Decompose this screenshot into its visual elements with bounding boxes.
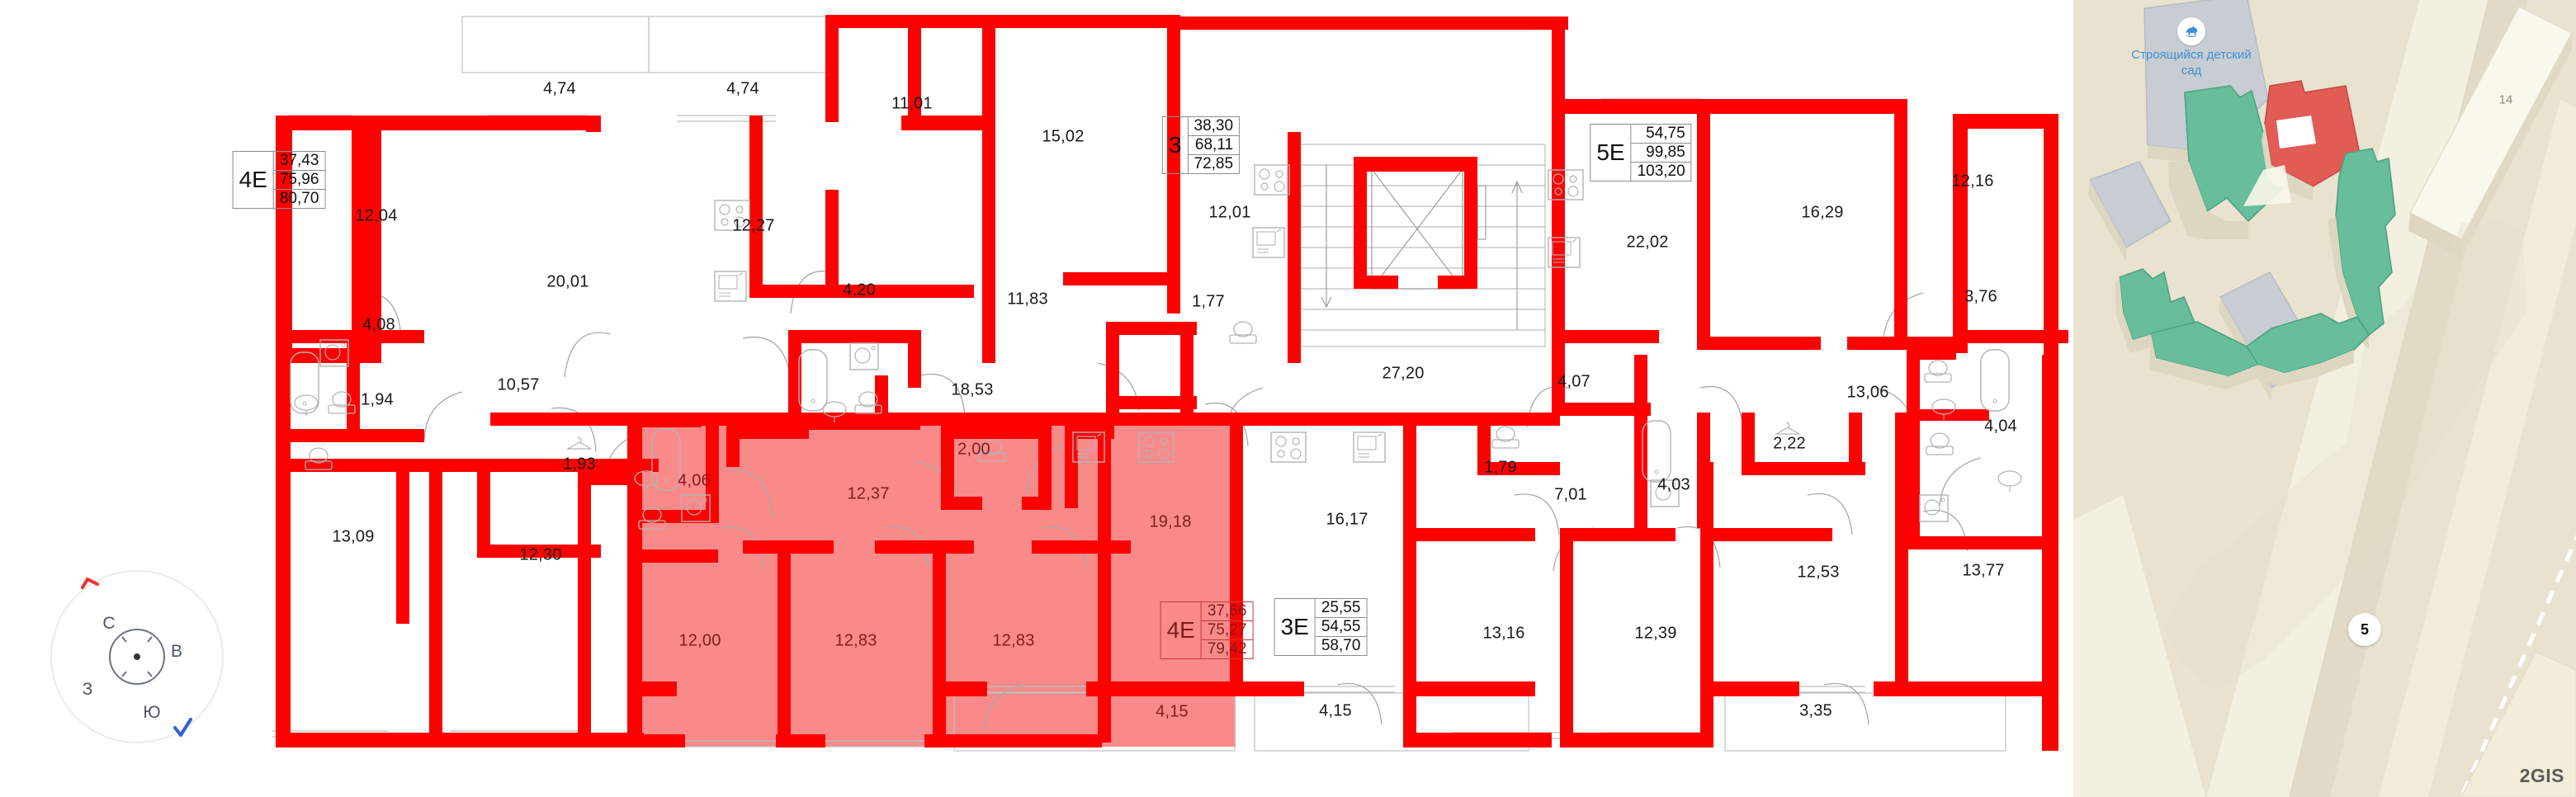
area-label-hall-701: 7,01 bbox=[1554, 485, 1587, 504]
area-label-kitchen-1617: 16,17 bbox=[1326, 510, 1368, 529]
area-label-wc-194: 1,94 bbox=[361, 390, 394, 409]
area-label-hall-222: 2,22 bbox=[1773, 434, 1806, 453]
area-label-room-1204: 12,04 bbox=[355, 206, 398, 225]
floorplan-drawing bbox=[272, 15, 2068, 752]
area-label-bath-420: 4,20 bbox=[843, 281, 876, 299]
area-label-room-1216: 12,16 bbox=[1951, 172, 1994, 191]
apartment-area-living: 54,75 bbox=[1631, 125, 1691, 144]
apartment-area-full: 103,20 bbox=[1637, 163, 1685, 180]
map-attribution-2gis: 2GIS bbox=[2519, 765, 2564, 786]
compass-rose: С В Ю З bbox=[46, 566, 228, 747]
area-label-lobby-2720: 27,20 bbox=[1382, 364, 1425, 383]
area-label-room-1230: 12,30 bbox=[519, 545, 562, 564]
apartment-area-full: 79,42 bbox=[1207, 640, 1247, 658]
apartment-area-total: 99,85 bbox=[1631, 144, 1691, 163]
area-label-wc-177: 1,77 bbox=[1192, 292, 1225, 311]
compass-graphic bbox=[50, 570, 224, 743]
address-marker-5[interactable]: 5 bbox=[2348, 613, 2381, 646]
area-label-hall-193: 1,93 bbox=[563, 455, 596, 474]
apartment-type-code: 3E bbox=[1275, 599, 1316, 655]
area-label-room-2202: 22,02 bbox=[1626, 233, 1669, 252]
area-label-balcony-335: 3,35 bbox=[1799, 701, 1832, 720]
area-label-room-2001: 20,01 bbox=[546, 272, 589, 291]
apartment-type-code: 4E bbox=[234, 152, 274, 208]
area-label-room-1200: 12,00 bbox=[678, 631, 721, 650]
area-label-hall-1853: 18,53 bbox=[951, 380, 994, 399]
apartment-area-full: 58,70 bbox=[1321, 637, 1361, 654]
area-label-bath-404: 4,04 bbox=[1984, 417, 2017, 436]
area-label-balcony-415-left: 4,15 bbox=[1156, 702, 1189, 721]
area-label-room-1629: 16,29 bbox=[1801, 203, 1844, 222]
area-label-room-1502: 15,02 bbox=[1042, 127, 1085, 146]
area-label-room-1239: 12,39 bbox=[1634, 624, 1677, 643]
floorplan-panel[interactable]: 4,74 4,74 11,01 15,02 12,04 12,27 12,01 22,02 16… bbox=[0, 0, 2073, 797]
apartment-area-total: 75,27 bbox=[1201, 621, 1253, 640]
apartment-type-code: 3 bbox=[1163, 117, 1189, 173]
area-label-kitchen-living-1918: 19,18 bbox=[1149, 512, 1192, 531]
apartment-area-full: 72,85 bbox=[1193, 155, 1234, 172]
building-number-14: 14 bbox=[2498, 92, 2513, 107]
compass-south-label: Ю bbox=[143, 703, 161, 722]
area-label-wc-179: 1,79 bbox=[1484, 458, 1517, 477]
compass-north-label: С bbox=[102, 614, 116, 633]
area-label-bath-406: 4,06 bbox=[678, 471, 711, 490]
map-footpath bbox=[2459, 534, 2576, 797]
area-label-bath-408: 4,08 bbox=[362, 315, 395, 334]
area-label-room-1101: 11,01 bbox=[891, 94, 933, 113]
plan-walls bbox=[276, 15, 2068, 751]
area-label-room-1283-a: 12,83 bbox=[834, 631, 877, 650]
area-label-room-1316: 13,16 bbox=[1482, 624, 1525, 643]
area-label-hall-1306: 13,06 bbox=[1846, 383, 1889, 402]
area-label-bath-376: 3,76 bbox=[1964, 287, 1997, 306]
area-label-hall-1183: 11,83 bbox=[1007, 290, 1048, 309]
compass-west-label: З bbox=[82, 680, 93, 699]
area-label-balcony-474-left: 4,74 bbox=[543, 79, 576, 98]
apartment-area-living: 38,30 bbox=[1188, 117, 1240, 136]
location-map-panel[interactable]: Строящийся детский сад 14 5 2GIS bbox=[2073, 0, 2576, 797]
area-label-room-1283-b: 12,83 bbox=[992, 631, 1035, 650]
kindergarten-label-line2: сад bbox=[2181, 63, 2202, 78]
area-label-balcony-415-right: 4,15 bbox=[1319, 701, 1352, 720]
map-building-14 bbox=[2408, 6, 2574, 257]
door-swings bbox=[354, 271, 1982, 732]
map-building-lower-right bbox=[2460, 651, 2576, 797]
area-label-hall-1057: 10,57 bbox=[497, 375, 540, 394]
apartment-area-living: 37,43 bbox=[273, 152, 325, 171]
area-label-kitchen-1201: 12,01 bbox=[1208, 203, 1251, 222]
kindergarten-label-line1: Строящийся детский bbox=[2131, 48, 2252, 62]
apartment-area-total: 54,55 bbox=[1315, 618, 1367, 637]
area-label-bath-403: 4,03 bbox=[1657, 475, 1690, 494]
area-label-room-1227: 12,27 bbox=[732, 216, 775, 235]
area-label-balcony-474-right: 4,74 bbox=[726, 79, 759, 98]
kindergarten-label: Строящийся детский сад bbox=[2131, 48, 2252, 79]
rocking-horse-icon bbox=[2185, 26, 2198, 37]
apartment-area-total: 75,96 bbox=[273, 171, 325, 190]
apartment-type-code: 4E bbox=[1161, 602, 1202, 658]
map-graphic bbox=[2073, 0, 2576, 797]
area-label-hall-1237: 12,37 bbox=[847, 484, 890, 503]
area-label-hall-407: 4,07 bbox=[1557, 372, 1591, 391]
map-complex bbox=[2115, 80, 2526, 691]
area-label-room-1309: 13,09 bbox=[332, 527, 375, 546]
area-label-room-1253: 12,53 bbox=[1797, 563, 1840, 582]
area-label-room-1377: 13,77 bbox=[1962, 561, 2005, 580]
apartment-type-code: 5E bbox=[1591, 125, 1632, 181]
apartment-area-total: 68,11 bbox=[1188, 136, 1240, 155]
apartment-area-full: 80,70 bbox=[279, 190, 319, 207]
compass-east-label: В bbox=[170, 642, 183, 661]
area-label-wc-200: 2,00 bbox=[957, 440, 990, 459]
apartment-area-living: 25,55 bbox=[1315, 599, 1367, 618]
apartment-area-living: 37,66 bbox=[1201, 602, 1253, 621]
kindergarten-poi-pin[interactable] bbox=[2177, 17, 2205, 45]
